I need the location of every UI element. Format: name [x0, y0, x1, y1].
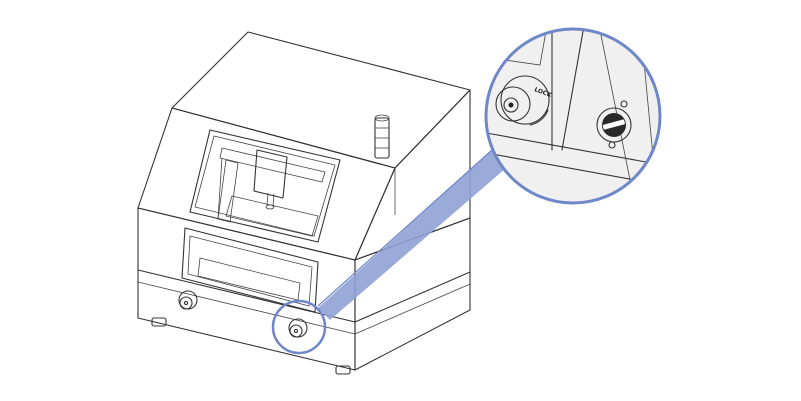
spindle-head [253, 149, 288, 199]
caster-lock-knob-left [178, 290, 198, 310]
highlight-circle [271, 299, 327, 355]
callout-connector [318, 150, 506, 320]
magnified-detail: LOCK [486, 29, 660, 203]
magnifier-callout: LOCK [271, 27, 662, 355]
caster-lock-knob-right [288, 318, 308, 338]
upper-front-face [137, 107, 396, 261]
signal-tower [374, 114, 390, 159]
foot-right [335, 365, 351, 375]
magnifier-ring [484, 27, 662, 205]
machine-body [137, 31, 471, 375]
lower-window [181, 227, 319, 313]
keyed-lock [596, 100, 632, 149]
lower-front-face [137, 207, 356, 371]
upper-window [189, 129, 341, 243]
foot-left [151, 317, 167, 327]
